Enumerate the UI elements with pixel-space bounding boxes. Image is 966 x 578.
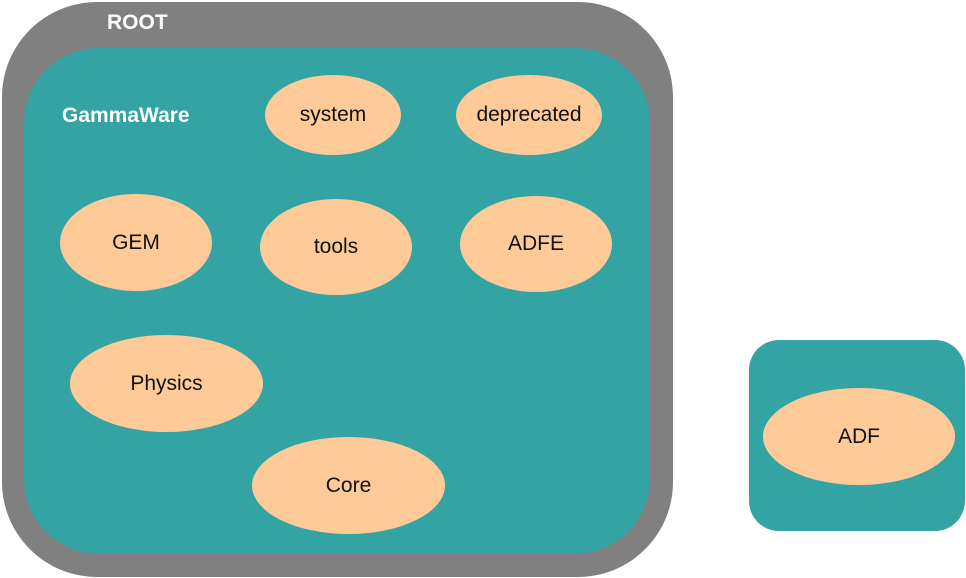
gammaware-label: GammaWare bbox=[62, 104, 190, 127]
root-label: ROOT bbox=[107, 11, 168, 34]
node-gem: GEM bbox=[60, 194, 212, 291]
node-deprecated: deprecated bbox=[456, 75, 602, 155]
node-core: Core bbox=[252, 437, 445, 534]
node-adf: ADF bbox=[763, 388, 955, 485]
node-physics: Physics bbox=[70, 335, 263, 432]
node-tools: tools bbox=[260, 199, 412, 295]
node-system: system bbox=[265, 75, 401, 155]
node-adfe: ADFE bbox=[460, 196, 612, 292]
